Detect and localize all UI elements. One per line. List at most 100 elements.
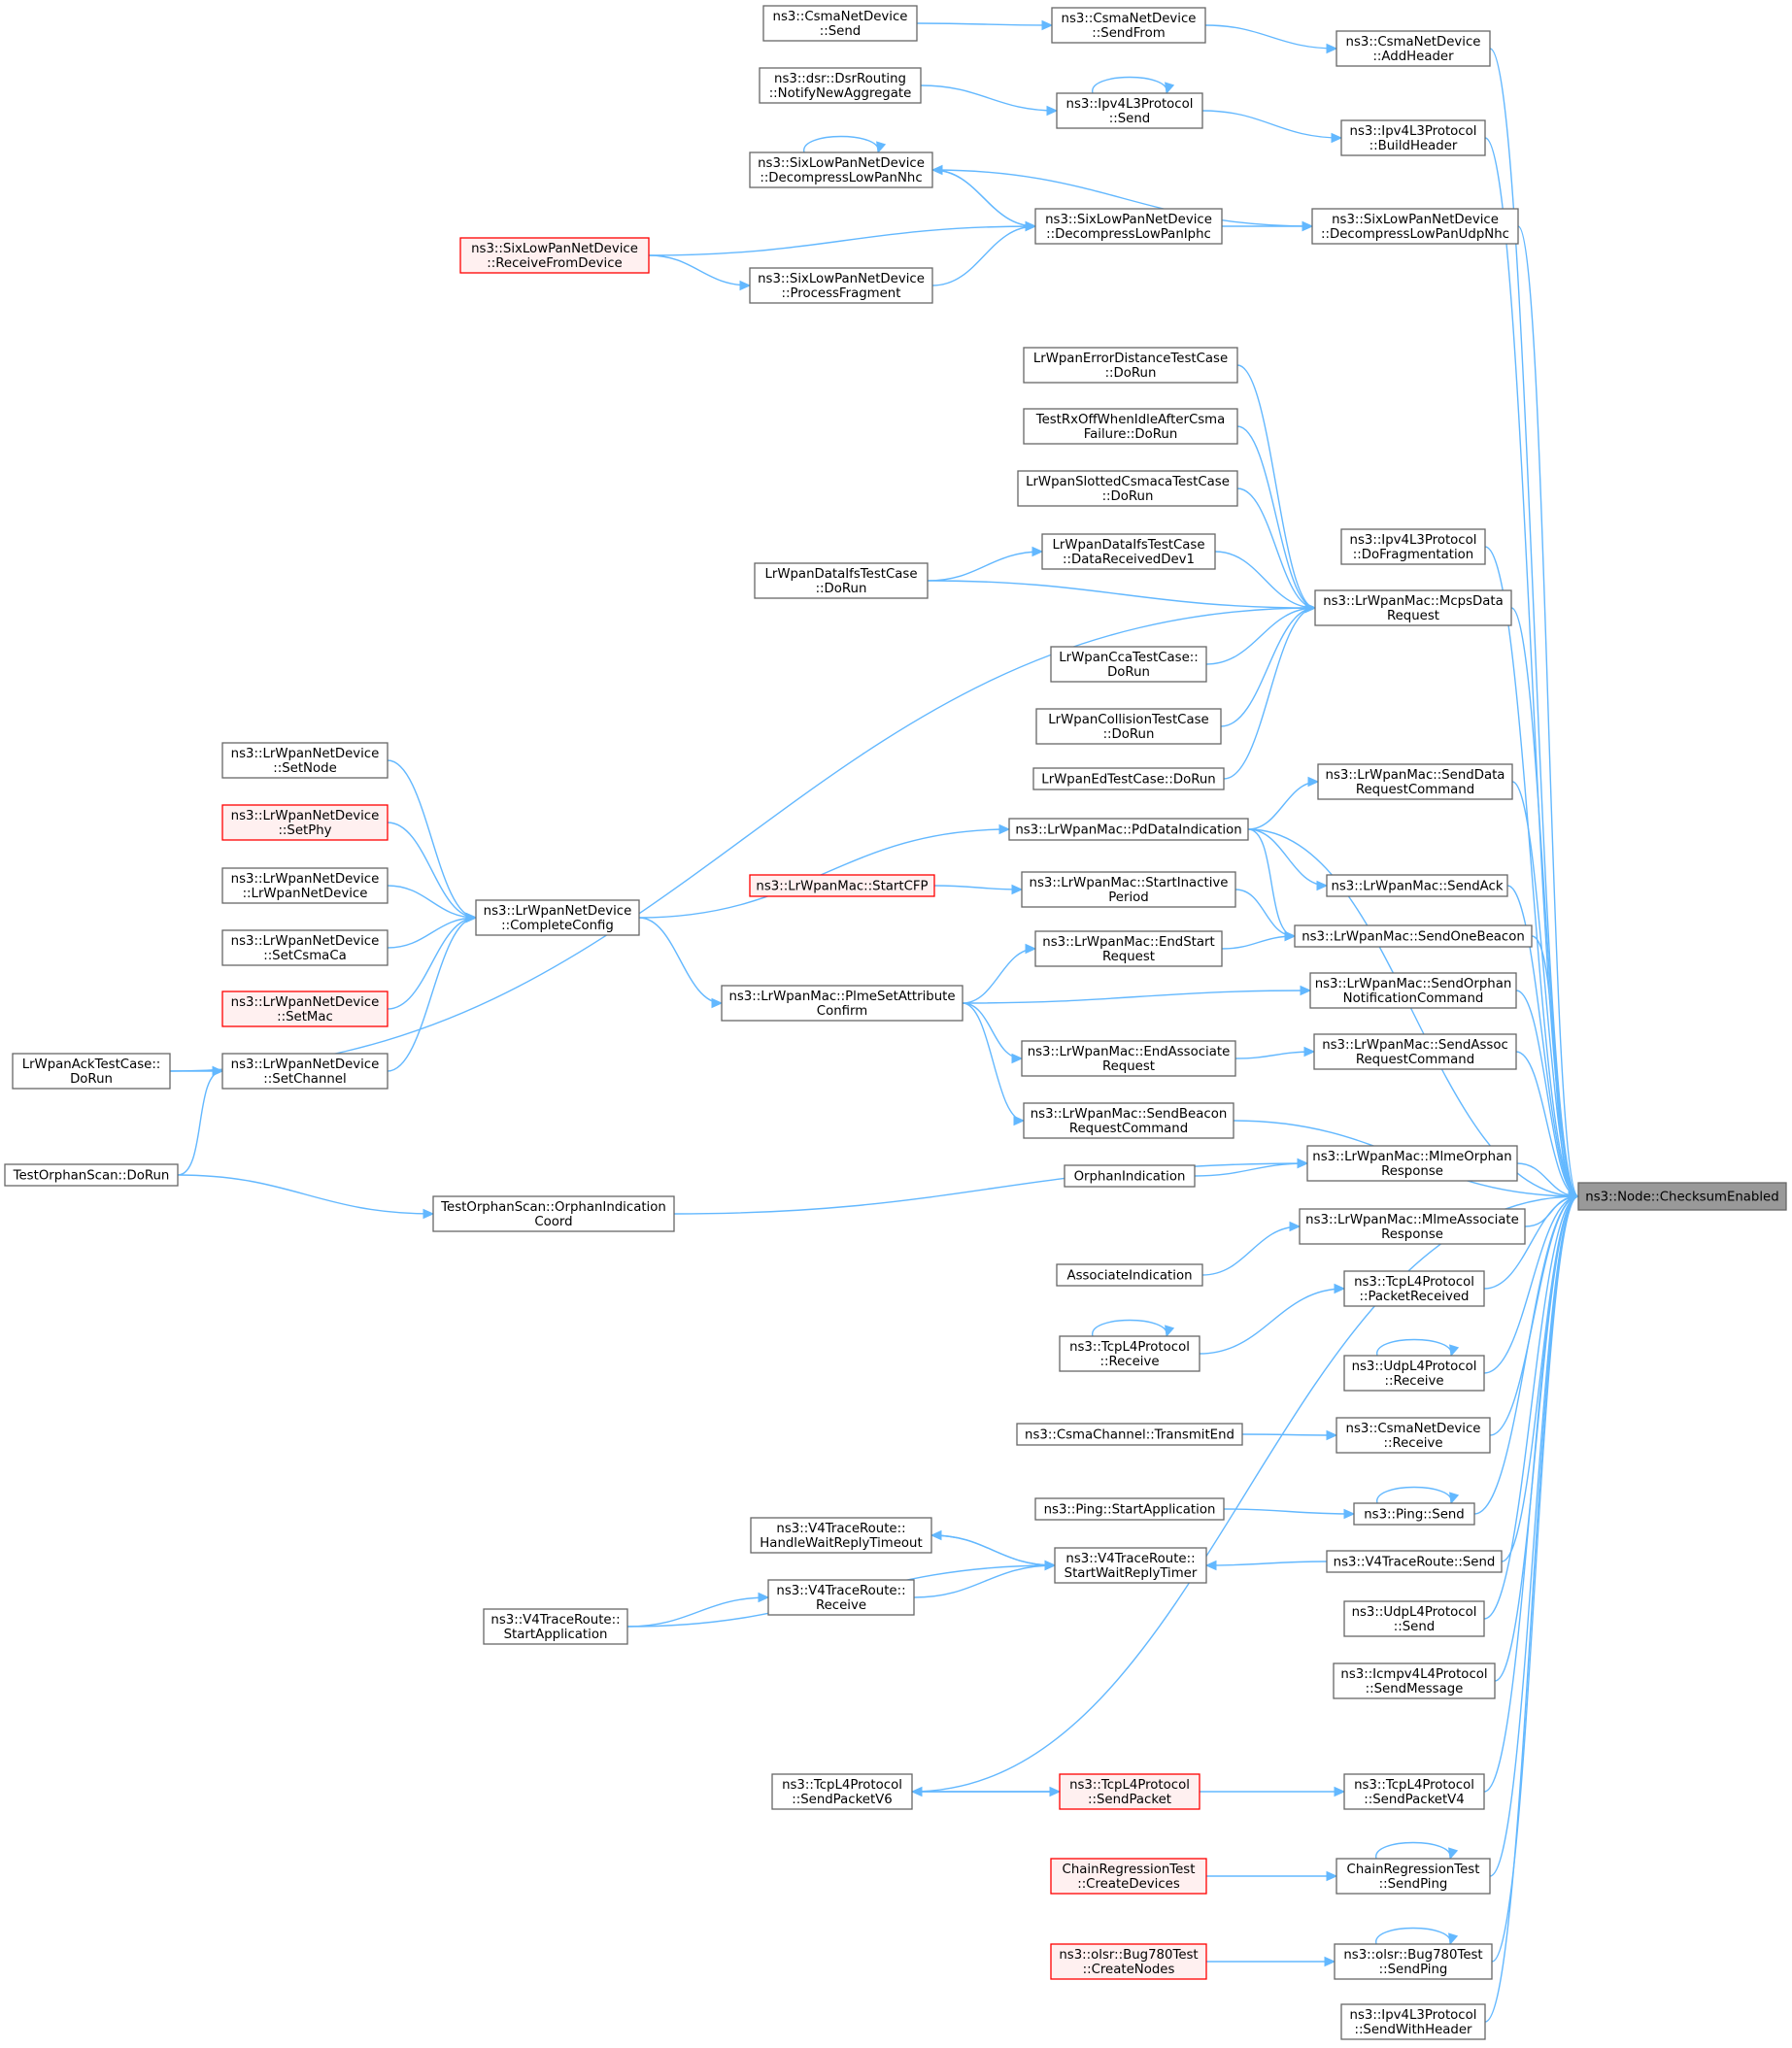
edge-ipv4_frag-to-root [1484, 546, 1579, 1197]
node-setnode[interactable]: ns3::LrWpanNetDevice::SetNode [221, 742, 389, 779]
node-box [1343, 1355, 1485, 1392]
node-label: ::ReceiveFromDevice [487, 256, 622, 271]
node-csma_sendfrom[interactable]: ns3::CsmaNetDevice::SendFrom [1051, 7, 1206, 44]
self-loop-olsr_ping [1375, 1927, 1451, 1945]
node-csma_addheader[interactable]: ns3::CsmaNetDevice::AddHeader [1336, 30, 1491, 67]
node-tcp_sendpkt[interactable]: ns3::TcpL4Protocol::SendPacket [1059, 1773, 1200, 1810]
node-associnds[interactable]: AssociateIndication [1056, 1263, 1203, 1287]
node-sendack[interactable]: ns3::LrWpanMac::SendAck [1326, 874, 1508, 897]
node-six_iphc[interactable]: ns3::SixLowPanNetDevice::DecompressLowPa… [1034, 208, 1223, 245]
node-lrdev[interactable]: ns3::LrWpanNetDevice::LrWpanNetDevice [221, 867, 389, 904]
edge-chain_ping-to-root [1489, 1195, 1579, 1877]
node-dsr_notify[interactable]: ns3::dsr::DsrRouting::NotifyNewAggregate [759, 67, 922, 104]
node-ipv4_frag[interactable]: ns3::Ipv4L3Protocol::DoFragmentation [1340, 528, 1486, 565]
node-label: LrWpanCcaTestCase:: [1059, 651, 1198, 665]
node-setphy[interactable]: ns3::LrWpanNetDevice::SetPhy [221, 804, 389, 841]
node-orphannotif[interactable]: ns3::LrWpanMac::SendOrphanNotificationCo… [1309, 972, 1517, 1009]
node-ping_send[interactable]: ns3::Ping::Send [1353, 1502, 1475, 1526]
node-onebeacon[interactable]: ns3::LrWpanMac::SendOneBeacon [1294, 924, 1533, 948]
node-slotted[interactable]: LrWpanSlottedCsmacaTestCase::DoRun [1017, 470, 1238, 507]
arrowhead-v4_send-to-v4_timer [1204, 1560, 1217, 1571]
arrowhead-startcfp-to-inactive [1011, 884, 1024, 895]
node-label: StartApplication [504, 1628, 608, 1642]
node-olsr_ping[interactable]: ns3::olsr::Bug780Test::SendPing [1334, 1943, 1493, 1980]
node-box [721, 985, 964, 1022]
node-v4_recv[interactable]: ns3::V4TraceRoute::Receive [767, 1579, 915, 1616]
node-ackdorun[interactable]: LrWpanAckTestCase::DoRun [12, 1053, 171, 1090]
arrowhead-associnds-to-assocresp [1289, 1221, 1302, 1232]
node-setchan[interactable]: ns3::LrWpanNetDevice::SetChannel [221, 1053, 389, 1090]
node-ifs_dorun[interactable]: LrWpanDataIfsTestCase::DoRun [754, 562, 929, 599]
node-six_nhc[interactable]: ns3::SixLowPanNetDevice::DecompressLowPa… [749, 151, 933, 188]
node-label: ns3::LrWpanNetDevice [484, 904, 632, 919]
node-tcp_v4[interactable]: ns3::TcpL4Protocol::SendPacketV4 [1343, 1773, 1485, 1810]
node-olsr_create[interactable]: ns3::olsr::Bug780Test::CreateNodes [1050, 1943, 1207, 1980]
node-label: ns3::V4TraceRoute:: [1065, 1552, 1195, 1566]
edge-ipv4_withheader-to-root [1484, 1195, 1579, 2023]
node-tcp_recv[interactable]: ns3::TcpL4Protocol::Receive [1059, 1335, 1200, 1372]
self-loop-udp_recv [1376, 1338, 1452, 1357]
node-chain_ping[interactable]: ChainRegressionTest::SendPing [1336, 1858, 1491, 1895]
node-tcp_v6[interactable]: ns3::TcpL4Protocol::SendPacketV6 [771, 1773, 913, 1810]
node-box [459, 237, 650, 274]
edge-complete-to-plme [638, 917, 723, 1004]
node-ifs_dev1[interactable]: LrWpanDataIfsTestCase::DataReceivedDev1 [1041, 533, 1216, 570]
node-setcsma[interactable]: ns3::LrWpanNetDevice::SetCsmaCa [221, 929, 389, 966]
edge-csma_send-to-csma_sendfrom [916, 22, 1053, 26]
node-icmp_send[interactable]: ns3::Icmpv4L4Protocol::SendMessage [1333, 1662, 1496, 1699]
node-v4_send[interactable]: ns3::V4TraceRoute::Send [1326, 1550, 1503, 1573]
node-orphanscan[interactable]: TestOrphanScan::DoRun [4, 1163, 179, 1187]
node-six_frag[interactable]: ns3::SixLowPanNetDevice::ProcessFragment [749, 267, 933, 304]
edge-dsr_notify-to-ipv4_send [920, 84, 1058, 112]
node-six_udpnhc[interactable]: ns3::SixLowPanNetDevice::DecompressLowPa… [1311, 208, 1519, 245]
node-ed[interactable]: LrWpanEdTestCase::DoRun [1032, 767, 1225, 790]
node-label: ::Receive [1383, 1436, 1442, 1451]
node-collision[interactable]: LrWpanCollisionTestCase::DoRun [1035, 708, 1222, 745]
node-udp_recv[interactable]: ns3::UdpL4Protocol::Receive [1343, 1355, 1485, 1392]
node-errdist[interactable]: LrWpanErrorDistanceTestCase::DoRun [1023, 347, 1238, 384]
node-tcp_pktrecv[interactable]: ns3::TcpL4Protocol::PacketReceived [1343, 1270, 1485, 1307]
node-box [1059, 1335, 1200, 1372]
node-box [12, 1053, 171, 1090]
node-csmachan[interactable]: ns3::CsmaChannel::TransmitEnd [1016, 1423, 1243, 1446]
edge-onebeacon-to-root [1531, 935, 1579, 1197]
edge-setmac-to-complete [387, 917, 477, 1010]
node-label: ::Receive [1384, 1374, 1443, 1389]
node-v4_startapp[interactable]: ns3::V4TraceRoute::StartApplication [483, 1608, 628, 1645]
node-complete[interactable]: ns3::LrWpanNetDevice::CompleteConfig [475, 899, 640, 936]
node-six_recv[interactable]: ns3::SixLowPanNetDevice::ReceiveFromDevi… [459, 237, 650, 274]
node-ipv4_withheader[interactable]: ns3::Ipv4L3Protocol::SendWithHeader [1340, 2003, 1486, 2040]
node-ipv4_send[interactable]: ns3::Ipv4L3Protocol::Send [1056, 92, 1203, 129]
edge-ackdorun-to-mcps [169, 607, 1316, 1072]
node-chain_create[interactable]: ChainRegressionTest::CreateDevices [1050, 1858, 1207, 1895]
node-box [1050, 646, 1207, 683]
node-orphanind[interactable]: OrphanIndication [1064, 1164, 1196, 1188]
node-udp_send[interactable]: ns3::UdpL4Protocol::Send [1343, 1600, 1485, 1637]
node-csma_send[interactable]: ns3::CsmaNetDevice::Send [762, 5, 918, 42]
node-pddata[interactable]: ns3::LrWpanMac::PdDataIndication [1008, 818, 1249, 841]
node-setmac[interactable]: ns3::LrWpanNetDevice::SetMac [221, 990, 389, 1027]
node-label: ::SendPing [1379, 1963, 1448, 1977]
node-label: ns3::V4TraceRoute:: [776, 1584, 905, 1598]
edge-csma_sendfrom-to-csma_addheader [1204, 24, 1337, 50]
node-root[interactable]: ns3::Node::ChecksumEnabled [1577, 1182, 1787, 1211]
node-v4_timer[interactable]: ns3::V4TraceRoute::StartWaitReplyTimer [1054, 1547, 1207, 1584]
node-csma_recv[interactable]: ns3::CsmaNetDevice::Receive [1336, 1417, 1491, 1454]
node-cca[interactable]: LrWpanCcaTestCase::DoRun [1050, 646, 1207, 683]
node-startcfp[interactable]: ns3::LrWpanMac::StartCFP [749, 874, 935, 897]
node-v4_handle[interactable]: ns3::V4TraceRoute::HandleWaitReplyTimeou… [750, 1517, 932, 1554]
node-ipv4_buildheader[interactable]: ns3::Ipv4L3Protocol::BuildHeader [1340, 119, 1486, 156]
node-ping_start[interactable]: ns3::Ping::StartApplication [1034, 1497, 1225, 1521]
